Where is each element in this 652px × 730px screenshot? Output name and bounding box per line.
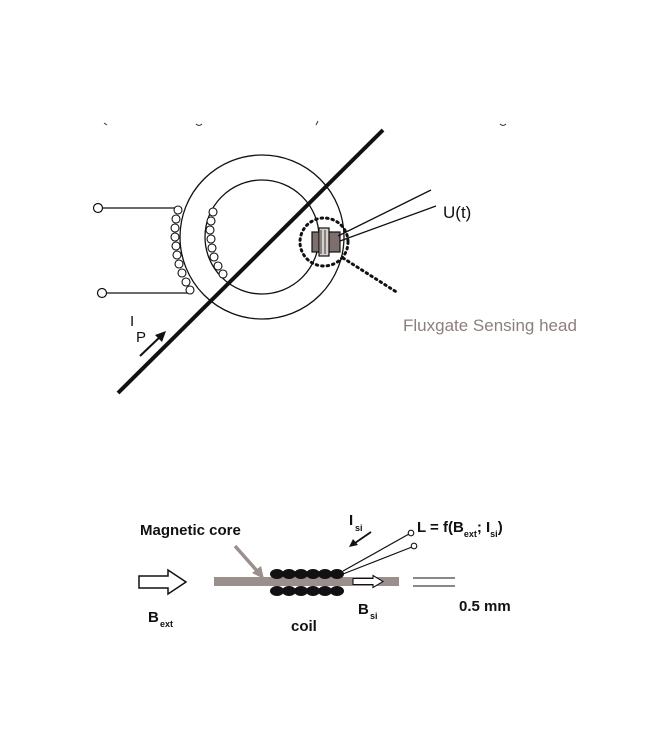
- leader-line: [341, 256, 400, 295]
- voltage-label: U(t): [443, 203, 471, 222]
- signal-wire-2: [339, 205, 437, 242]
- bsi-subscript: si: [370, 611, 378, 621]
- toroid-outer: [179, 154, 345, 320]
- bext-subscript: ext: [160, 619, 173, 629]
- primary-conductor: [116, 128, 385, 395]
- sensing-head-label: Fluxgate Sensing head: [403, 316, 577, 335]
- fluxgate-sensing-head: [298, 189, 437, 295]
- fluxgate-core-schematic: Magnetic core B ext: [138, 512, 511, 635]
- toroid-current-sensor: U(t) I P Fluxgate Sensing head: [92, 128, 577, 395]
- signal-wire-1: [337, 189, 432, 237]
- inductance-formula: L = f(Bext; Isi): [417, 519, 503, 539]
- current-label: I: [130, 313, 134, 330]
- thickness-marker: [413, 577, 455, 587]
- terminal-top: [92, 202, 104, 214]
- isi-label: I: [349, 512, 353, 529]
- coil-lead-2: [342, 546, 413, 575]
- coil-lead-1: [342, 533, 410, 572]
- secondary-winding-outer: [170, 205, 195, 295]
- sensing-head-dotted-circle: [298, 216, 350, 268]
- lead-terminal-1: [407, 529, 415, 537]
- coil-label: coil: [291, 618, 317, 635]
- lead-terminal-2: [410, 542, 418, 550]
- secondary-winding-inner: [205, 207, 228, 279]
- current-arrow: [139, 331, 166, 357]
- formula-sub2: si: [490, 529, 498, 539]
- formula-prefix: L = f(B: [417, 519, 464, 536]
- isi-subscript: si: [355, 523, 363, 533]
- current-subscript: P: [136, 329, 146, 346]
- coil-windings-top: [270, 569, 344, 579]
- bsi-label: B: [358, 601, 369, 618]
- formula-suffix: ): [498, 519, 503, 536]
- isi-arrow-line: [354, 531, 372, 544]
- input-terminals: [92, 202, 188, 299]
- cropped-text-fragments: [103, 120, 507, 126]
- core-pointer-head: [252, 566, 264, 579]
- bext-arrow: [138, 568, 188, 596]
- terminal-bottom: [96, 287, 108, 299]
- bext-label: B: [148, 609, 159, 626]
- thickness-label: 0.5 mm: [459, 598, 511, 615]
- formula-sub1: ext: [464, 529, 477, 539]
- magnetic-core-strip: [214, 577, 399, 586]
- formula-mid: ; I: [477, 519, 490, 536]
- magnetic-core-label: Magnetic core: [140, 522, 241, 539]
- isi-arrow-head: [349, 539, 358, 547]
- bsi-arrow: [352, 574, 385, 589]
- core-pointer-line: [233, 544, 260, 574]
- coil-windings-bottom: [270, 586, 344, 596]
